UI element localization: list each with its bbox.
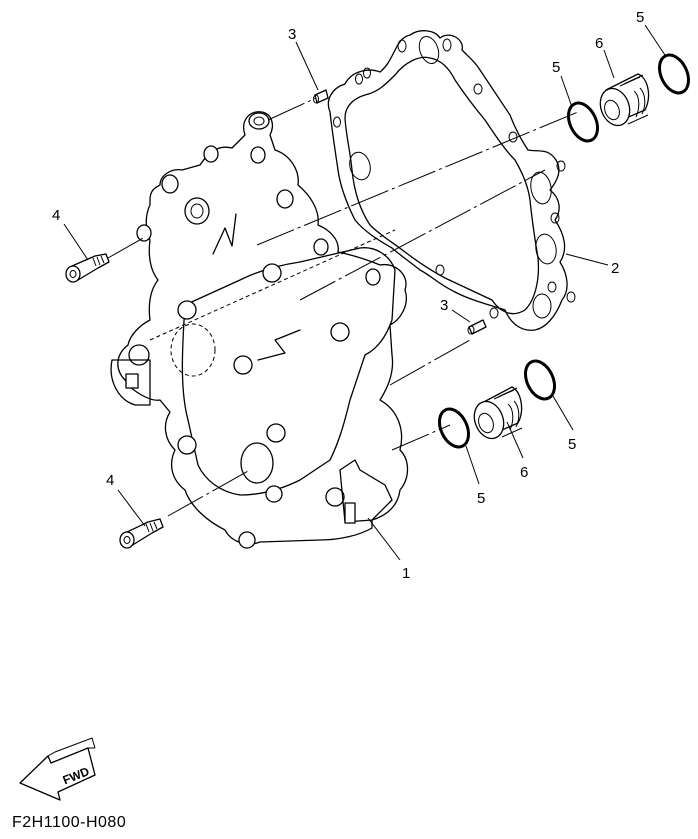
callout-1-crankcase-cover: 1 [402, 565, 411, 582]
collar-lower [473, 386, 523, 440]
callout-3-dowel-pin-lower: 3 [440, 297, 449, 314]
o-ring-lower-right [523, 359, 557, 401]
dowel-pin-lower [467, 319, 487, 335]
callout-6-collar-upper: 6 [595, 35, 604, 52]
callout-5-o-ring-d: 5 [477, 490, 486, 507]
callout-5-o-ring-b: 5 [636, 9, 645, 26]
bolt-upper [65, 253, 110, 283]
callout-4-bolt-upper: 4 [52, 207, 61, 224]
callout-2-gasket: 2 [611, 260, 620, 277]
gasket [327, 30, 576, 331]
cover-bolt-heads [128, 263, 350, 549]
diagram-code: F2H1100-H080 [12, 814, 127, 831]
callout-6-collar-lower: 6 [520, 464, 529, 481]
callout-4-bolt-lower: 4 [106, 472, 115, 489]
o-ring-lower-left [437, 407, 471, 449]
collar-upper [599, 73, 650, 127]
crankcase-cover [110, 111, 409, 549]
callout-5-o-ring-a: 5 [552, 59, 561, 76]
callout-5-o-ring-c: 5 [568, 436, 577, 453]
bolt-lower [119, 518, 164, 549]
o-ring-upper-left [566, 101, 600, 143]
forward-direction-arrow: FWD [19, 737, 96, 801]
dowel-pin-upper [313, 89, 329, 104]
o-ring-upper-right [657, 53, 691, 95]
callout-leaders [63, 24, 666, 561]
callout-3-dowel-pin-upper: 3 [288, 26, 297, 43]
